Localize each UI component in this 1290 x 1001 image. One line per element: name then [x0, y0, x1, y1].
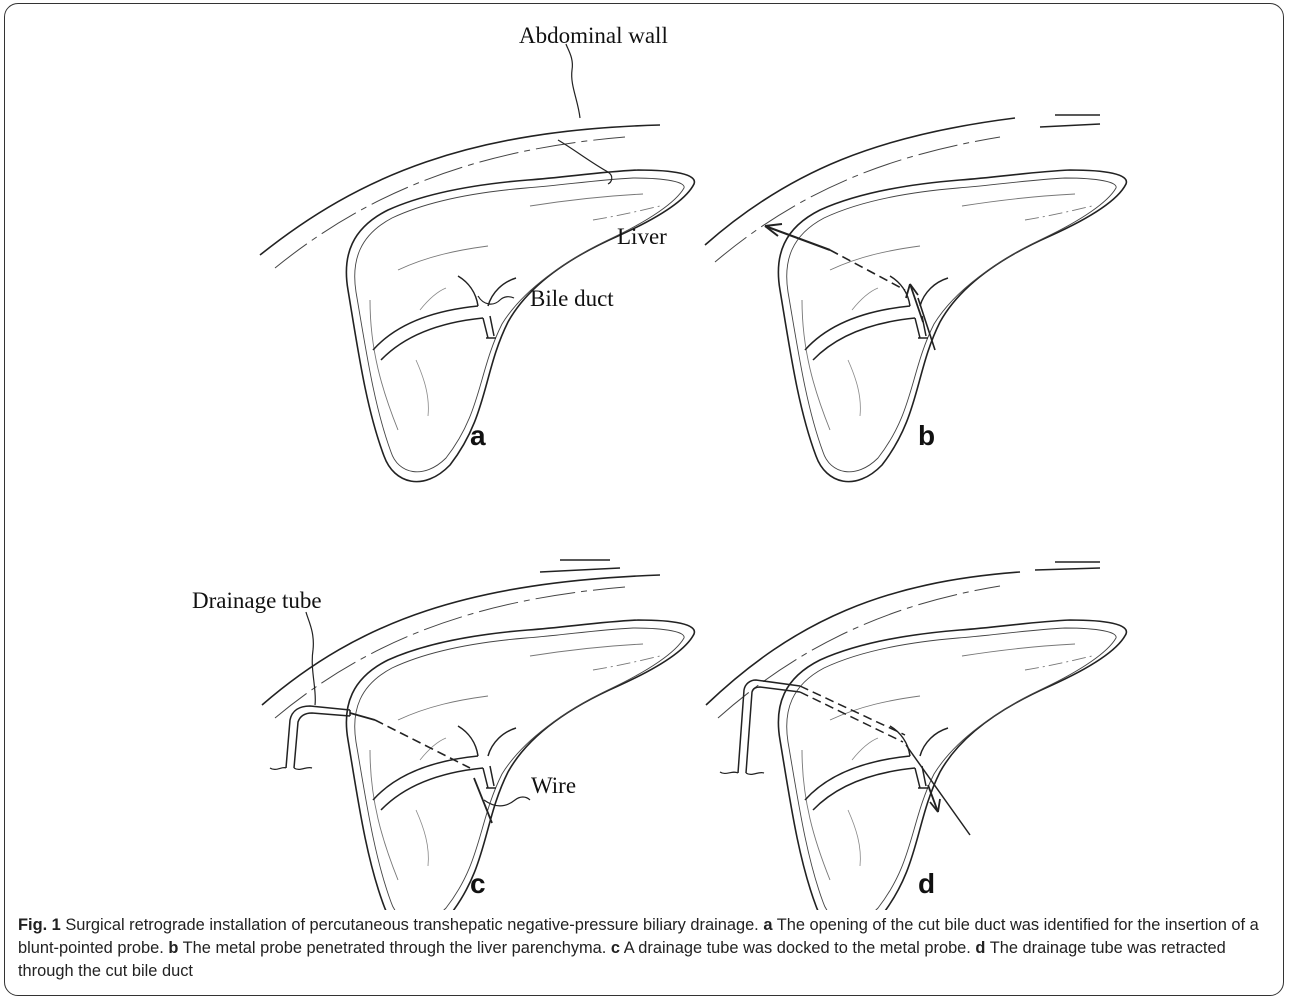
figure-illustration: Abdominal wall Liver Bile duct a b [0, 0, 1290, 910]
bile-duct-leader [478, 296, 514, 304]
caption-part-d-letter: d [975, 939, 985, 957]
caption-part-c-letter: c [611, 939, 620, 957]
figure-label: Fig. 1 [18, 916, 61, 934]
liver-leader [558, 140, 612, 184]
bile-duct-label: Bile duct [530, 286, 614, 311]
panel-b: b [705, 115, 1126, 482]
panel-c: Drainage tube Wire c [192, 560, 694, 910]
panel-a-letter: a [470, 420, 486, 451]
abdominal-wall-line [260, 125, 660, 255]
panel-c-letter: c [470, 868, 486, 899]
liver-label: Liver [617, 224, 667, 249]
panel-a: Abdominal wall Liver Bile duct a [260, 23, 694, 482]
caption-part-c-text: A drainage tube was docked to the metal … [624, 939, 971, 957]
panel-b-letter: b [918, 420, 935, 451]
figure-caption: Fig. 1 Surgical retrograde installation … [18, 914, 1273, 983]
wire [350, 713, 375, 720]
panel-d: d [706, 562, 1126, 910]
caption-part-a-letter: a [763, 916, 772, 934]
caption-title: Surgical retrograde installation of perc… [65, 916, 758, 934]
drainage-tube-leader [306, 612, 315, 705]
abdominal-wall-label: Abdominal wall [519, 23, 668, 48]
caption-part-b-text: The metal probe penetrated through the l… [183, 939, 607, 957]
wire-label: Wire [531, 773, 576, 798]
drainage-tube-label: Drainage tube [192, 588, 322, 613]
caption-part-b-letter: b [168, 939, 178, 957]
liver-shape [346, 170, 694, 482]
probe-exit [765, 226, 830, 250]
panel-d-letter: d [918, 868, 935, 899]
peritoneum-line [275, 137, 625, 268]
abdominal-wall-leader [566, 44, 580, 118]
